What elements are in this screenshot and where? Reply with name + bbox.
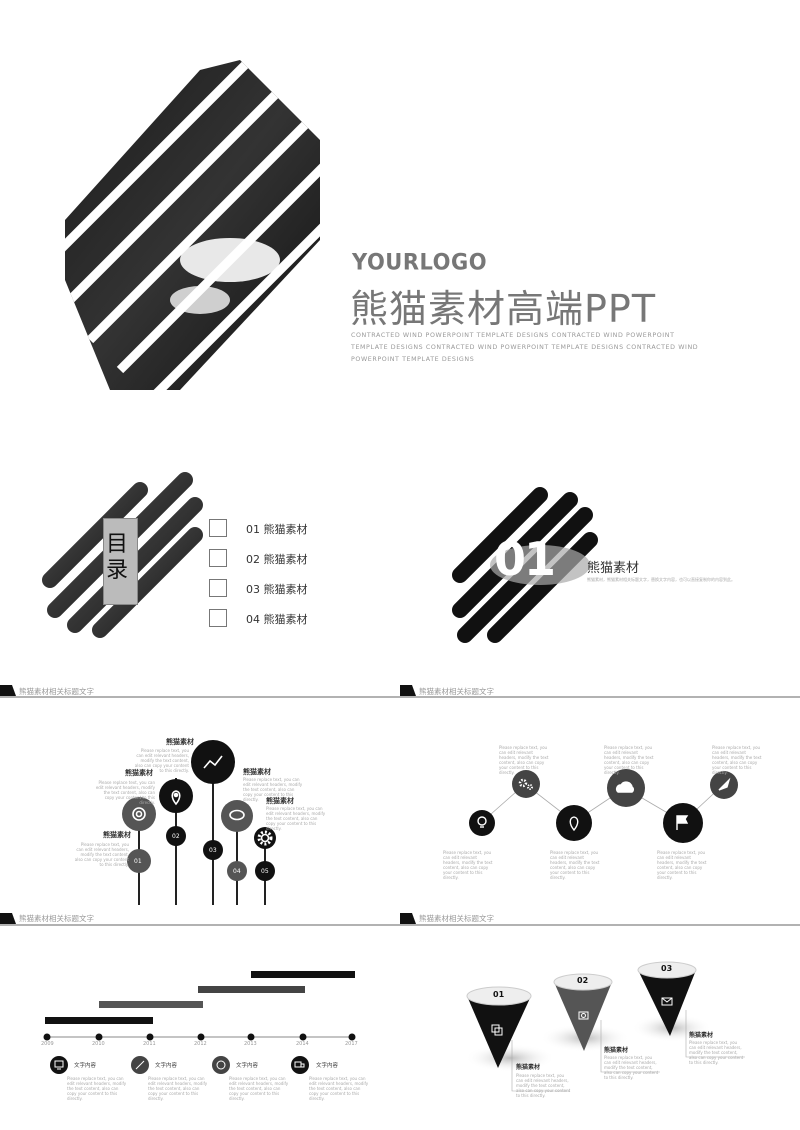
timeline-icons: [50, 1056, 309, 1074]
cone-title-1: 熊猫素材: [516, 1064, 541, 1071]
timeline-diagram: [43, 971, 356, 1041]
zigzag-text-5: Please replace text, you can edit releva…: [550, 850, 600, 880]
toc-heading-box: [103, 518, 138, 605]
balloon-title-3: 熊猫素材: [166, 738, 194, 746]
timeline-item-text-4: Please replace text, you can edit releva…: [309, 1076, 369, 1101]
header-bar-4: [400, 913, 800, 926]
cone-title-3: 熊猫素材: [689, 1032, 714, 1039]
balloon-text-5: Please replace text, you can edit releva…: [266, 806, 326, 831]
cover-subtitle: CONTRACTED WIND POWERPOINT TEMPLATE DESI…: [351, 332, 699, 363]
cone-num-1: 01: [493, 990, 505, 999]
timeline-year-6: 2014: [296, 1041, 309, 1047]
timeline-item-title-3: 文字内容: [236, 1063, 259, 1069]
toc-heading: 目录: [106, 532, 129, 583]
header-label-3: 熊猫素材相关标题文字: [19, 914, 94, 923]
balloon-title-5: 熊猫素材: [266, 797, 294, 805]
cover-photo-stripes: [65, 60, 320, 390]
timeline-year-3: 2011: [143, 1041, 156, 1047]
section-title: 熊猫素材: [587, 561, 640, 576]
section-stripes: [452, 487, 598, 643]
balloon-num-1: 01: [134, 858, 142, 865]
balloon-title-1: 熊猫素材: [103, 831, 131, 839]
zigzag-text-4: Please replace text, you can edit releva…: [443, 850, 493, 880]
timeline-item-text-1: Please replace text, you can edit releva…: [67, 1076, 127, 1101]
balloon-num-4: 04: [233, 868, 241, 875]
timeline-year-2: 2010: [92, 1041, 105, 1047]
header-label-2: 熊猫素材相关标题文字: [419, 687, 494, 696]
toc-checkbox-2[interactable]: [209, 549, 227, 567]
zigzag-diagram: [469, 769, 738, 843]
toc-checkbox-1[interactable]: [209, 519, 227, 537]
balloon-title-4: 熊猫素材: [243, 768, 271, 776]
header-bar-1: [0, 685, 400, 698]
balloon-num-5: 05: [261, 868, 269, 875]
header-bar-3: [0, 913, 400, 926]
cone-num-3: 03: [661, 964, 673, 973]
section-number: 01: [494, 532, 556, 586]
header-bar-2: [400, 685, 800, 698]
cone-text-2: Please replace text, you can edit releva…: [604, 1055, 659, 1080]
toc-item-1[interactable]: 01 熊猫素材: [246, 523, 308, 536]
timeline-item-title-1: 文字内容: [74, 1063, 97, 1069]
timeline-item-text-2: Please replace text, you can edit releva…: [148, 1076, 208, 1101]
balloon-text-3: Please replace text, you can edit releva…: [134, 748, 189, 773]
balloon-diagram: [122, 740, 276, 905]
zigzag-text-3: Please replace text, you can edit releva…: [712, 745, 762, 775]
toc-item-4[interactable]: 04 熊猫素材: [246, 613, 308, 626]
toc-checkbox-4[interactable]: [209, 609, 227, 627]
timeline-year-5: 2013: [244, 1041, 257, 1047]
balloon-title-2: 熊猫素材: [125, 769, 153, 777]
cover-logo: YOURLOGO: [352, 249, 488, 275]
cone-text-1: Please replace text, you can edit releva…: [516, 1073, 571, 1098]
cone-text-3: Please replace text, you can edit releva…: [689, 1040, 744, 1065]
timeline-year-4: 2012: [194, 1041, 207, 1047]
toc-item-3[interactable]: 03 熊猫素材: [246, 583, 308, 596]
balloon-num-3: 03: [209, 847, 217, 854]
zigzag-text-1: Please replace text, you can edit releva…: [499, 745, 549, 775]
balloon-text-4: Please replace text, you can edit releva…: [243, 777, 303, 802]
balloon-text-2: Please replace text, you can edit releva…: [95, 780, 155, 805]
toc-stripes: [42, 472, 203, 638]
toc-item-2[interactable]: 02 熊猫素材: [246, 553, 308, 566]
zigzag-text-2: Please replace text, you can edit releva…: [604, 745, 654, 775]
cones-diagram: [465, 961, 745, 1092]
zigzag-text-6: Please replace text, you can edit releva…: [657, 850, 707, 880]
header-label-4: 熊猫素材相关标题文字: [419, 914, 494, 923]
timeline-item-title-4: 文字内容: [316, 1063, 339, 1069]
toc-checkbox-3[interactable]: [209, 579, 227, 597]
header-label-1: 熊猫素材相关标题文字: [19, 687, 94, 696]
timeline-year-7: 2017: [345, 1041, 358, 1047]
timeline-item-text-3: Please replace text, you can edit releva…: [229, 1076, 289, 1101]
timeline-year-1: 2009: [41, 1041, 54, 1047]
balloon-1-big: [122, 797, 156, 831]
balloon-text-1: Please replace text, you can edit releva…: [74, 842, 129, 867]
section-text: 熊猫素材，熊猫素材相关标题文字，替换文字内容，也可以直接复制你的内容到此。: [587, 577, 735, 582]
balloon-num-2: 02: [172, 833, 180, 840]
timeline-item-title-2: 文字内容: [155, 1063, 178, 1069]
cone-title-2: 熊猫素材: [604, 1047, 629, 1054]
cover-title: 熊猫素材高端PPT: [350, 287, 657, 331]
cone-num-2: 02: [577, 976, 589, 985]
